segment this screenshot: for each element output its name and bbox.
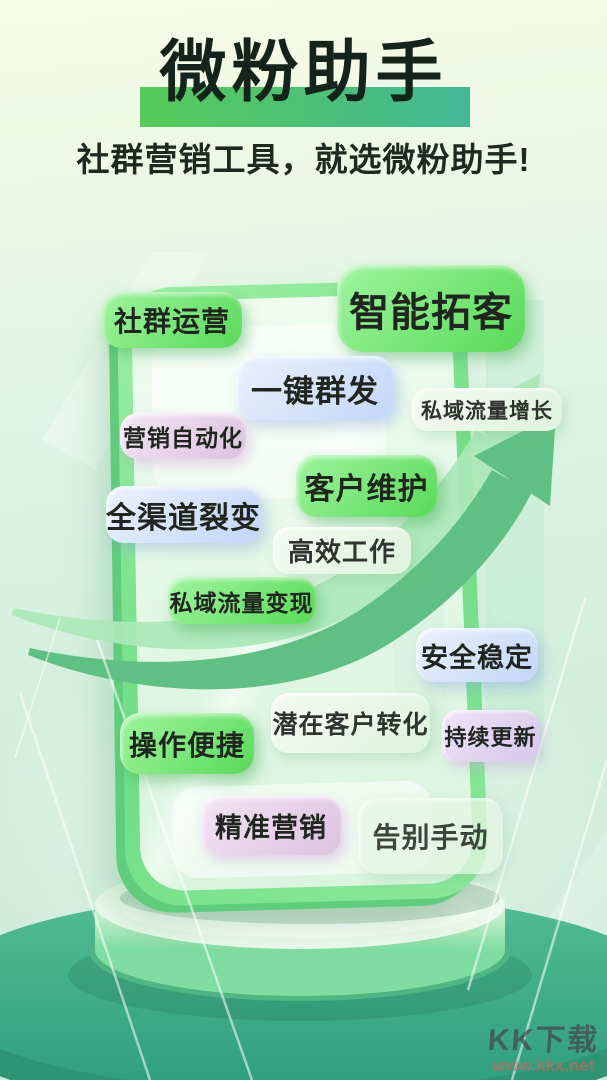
title-highlight-bar xyxy=(140,87,470,127)
tag-customer-care: 客户维护 xyxy=(296,455,437,517)
tag-lead-conversion: 潜在客户转化 xyxy=(271,693,430,753)
watermark-site-name: KK下载 xyxy=(486,1024,600,1057)
tag-no-manual: 告别手动 xyxy=(358,798,503,874)
tag-community-ops: 社群运营 xyxy=(102,292,242,348)
tag-omnichannel-fission: 全渠道裂变 xyxy=(106,486,261,543)
tag-private-traffic-growth: 私域流量增长 xyxy=(412,388,562,431)
tag-marketing-automation: 营销自动化 xyxy=(120,413,246,459)
tag-smart-acquisition: 智能拓客 xyxy=(337,265,525,352)
tag-easy-operation: 操作便捷 xyxy=(120,713,254,774)
tag-continuous-update: 持续更新 xyxy=(442,710,539,762)
tag-efficient-work: 高效工作 xyxy=(273,527,411,574)
watermark: KK下载 www.kkx.net xyxy=(486,1015,600,1076)
tag-private-traffic-monetize: 私域流量变现 xyxy=(168,577,315,624)
poster-subtitle: 社群营销工具，就选微粉助手! xyxy=(76,141,531,178)
tag-bulk-send: 一键群发 xyxy=(236,356,394,420)
watermark-site-url: www.kkx.net xyxy=(492,1056,595,1075)
tag-safe-stable: 安全稳定 xyxy=(416,628,538,682)
tag-precise-marketing: 精准营销 xyxy=(201,796,341,855)
poster-title: 微粉助手 xyxy=(159,35,448,110)
